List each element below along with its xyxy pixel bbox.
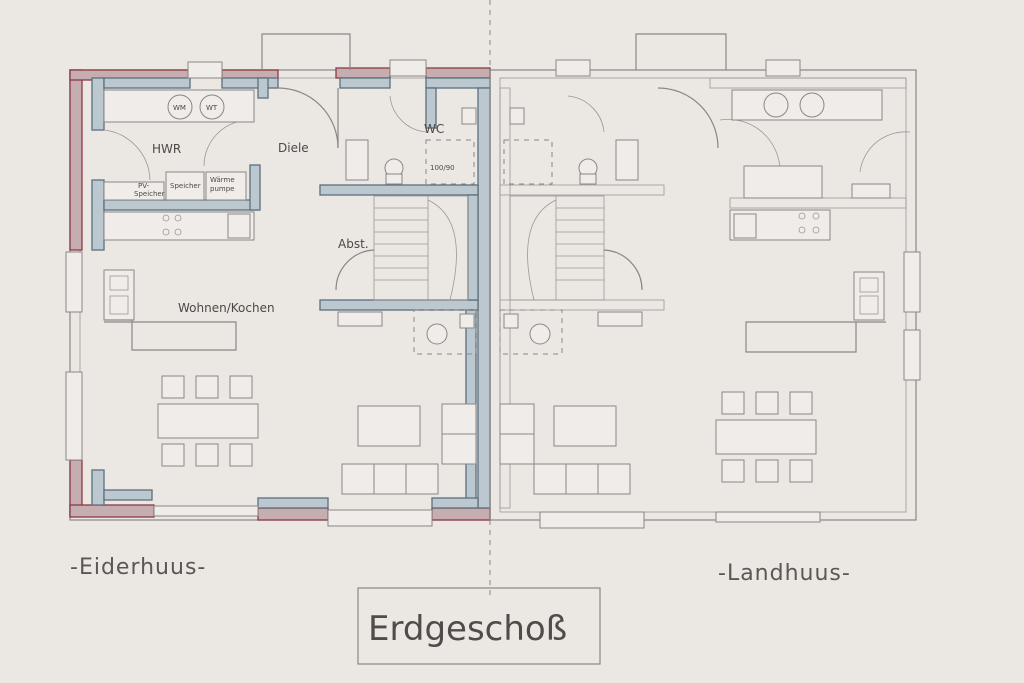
title-box (357, 587, 601, 665)
speicher-label: Speicher (170, 182, 201, 190)
waerme-label-2: pumpe (210, 185, 234, 193)
eiderhuus-stairs (373, 195, 469, 301)
room-label-diele: Diele (278, 141, 309, 155)
wm-label: WM (173, 104, 186, 112)
eiderhuus-inner-wall (91, 77, 105, 131)
landhuus-plan (489, 33, 921, 529)
room-label-abst: Abst. (338, 237, 369, 251)
wt-label: WT (206, 104, 218, 112)
pv-label-2: Speicher (134, 190, 165, 198)
room-label-wc: WC (424, 122, 444, 136)
shower-label: 100/90 (430, 164, 455, 172)
landhuus-stairs (509, 195, 605, 301)
plan-title: Erdgeschoß (368, 609, 567, 649)
house-name-eiderhuus: -Eiderhuus- (70, 555, 206, 580)
room-label-hwr: HWR (152, 142, 181, 156)
eiderhuus-wall-nw (69, 69, 83, 251)
house-name-landhuus: -Landhuus- (718, 561, 851, 586)
landhuus-outer-boundary (489, 69, 917, 521)
eiderhuus-plan: WM WT PV- Speicher Speicher Wärme pumpe (65, 33, 491, 527)
waerme-label-1: Wärme (210, 176, 235, 184)
room-label-wohnen-kochen: Wohnen/Kochen (178, 301, 275, 315)
pv-label-1: PV- (138, 182, 150, 190)
